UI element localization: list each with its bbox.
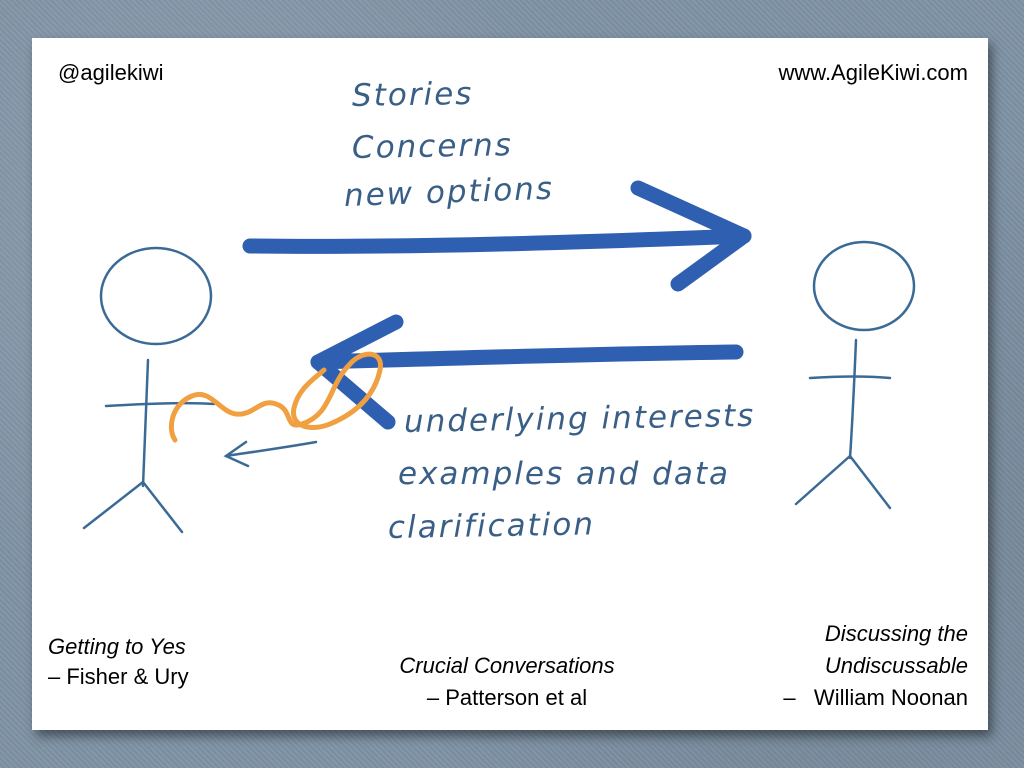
reference-title-line-1: Discussing the (824, 621, 968, 646)
reference-author: – Patterson et al (426, 685, 588, 710)
reference-title-line-2: Undiscussable (824, 653, 968, 678)
forward-item: new options (343, 170, 555, 214)
return-arrow-shaft (310, 344, 744, 370)
website-url: www.AgileKiwi.com (778, 60, 969, 85)
left-figure-head (99, 246, 213, 346)
left-stick-figure (82, 246, 216, 534)
right-figure-leg-left (794, 454, 852, 506)
return-item: clarification (387, 506, 596, 546)
small-return-arrow (223, 440, 318, 468)
reference-author: – William Noonan (783, 685, 968, 710)
right-stick-figure (794, 240, 916, 510)
right-figure-arms (808, 375, 892, 380)
orange-squiggle (168, 351, 383, 443)
reference-getting-to-yes: Getting to Yes – Fisher & Ury (48, 632, 189, 692)
return-item: underlying interests (403, 397, 756, 440)
left-figure-leg-left (82, 480, 145, 530)
small-arrowhead (223, 440, 250, 468)
left-figure-leg-right (141, 480, 184, 534)
forward-arrow-shaft (242, 228, 752, 254)
forward-item: Stories (351, 75, 474, 114)
reference-crucial-conversations: Crucial Conversations – Patterson et al (362, 650, 652, 714)
sketch-drawing (82, 180, 916, 534)
left-figure-body (141, 358, 150, 488)
reference-title: Crucial Conversations (399, 653, 615, 678)
return-item: examples and data (398, 456, 730, 492)
twitter-handle: @agilekiwi (58, 60, 164, 85)
forward-item: Concerns (351, 127, 514, 166)
reference-title: Getting to Yes (48, 634, 186, 659)
right-figure-body (848, 338, 858, 460)
right-figure-leg-right (848, 454, 892, 510)
forward-arrow (242, 180, 752, 292)
forward-arrowhead (630, 180, 752, 292)
left-figure-arms (104, 401, 216, 408)
right-figure-head (812, 240, 916, 332)
reference-author: – Fisher & Ury (48, 664, 189, 689)
small-arrow-shaft (224, 440, 318, 458)
slide-card: @agilekiwi www.AgileKiwi.com Stories Con… (32, 38, 988, 730)
reference-discussing-the-undiscussable: Discussing the Undiscussable – William N… (783, 618, 968, 714)
